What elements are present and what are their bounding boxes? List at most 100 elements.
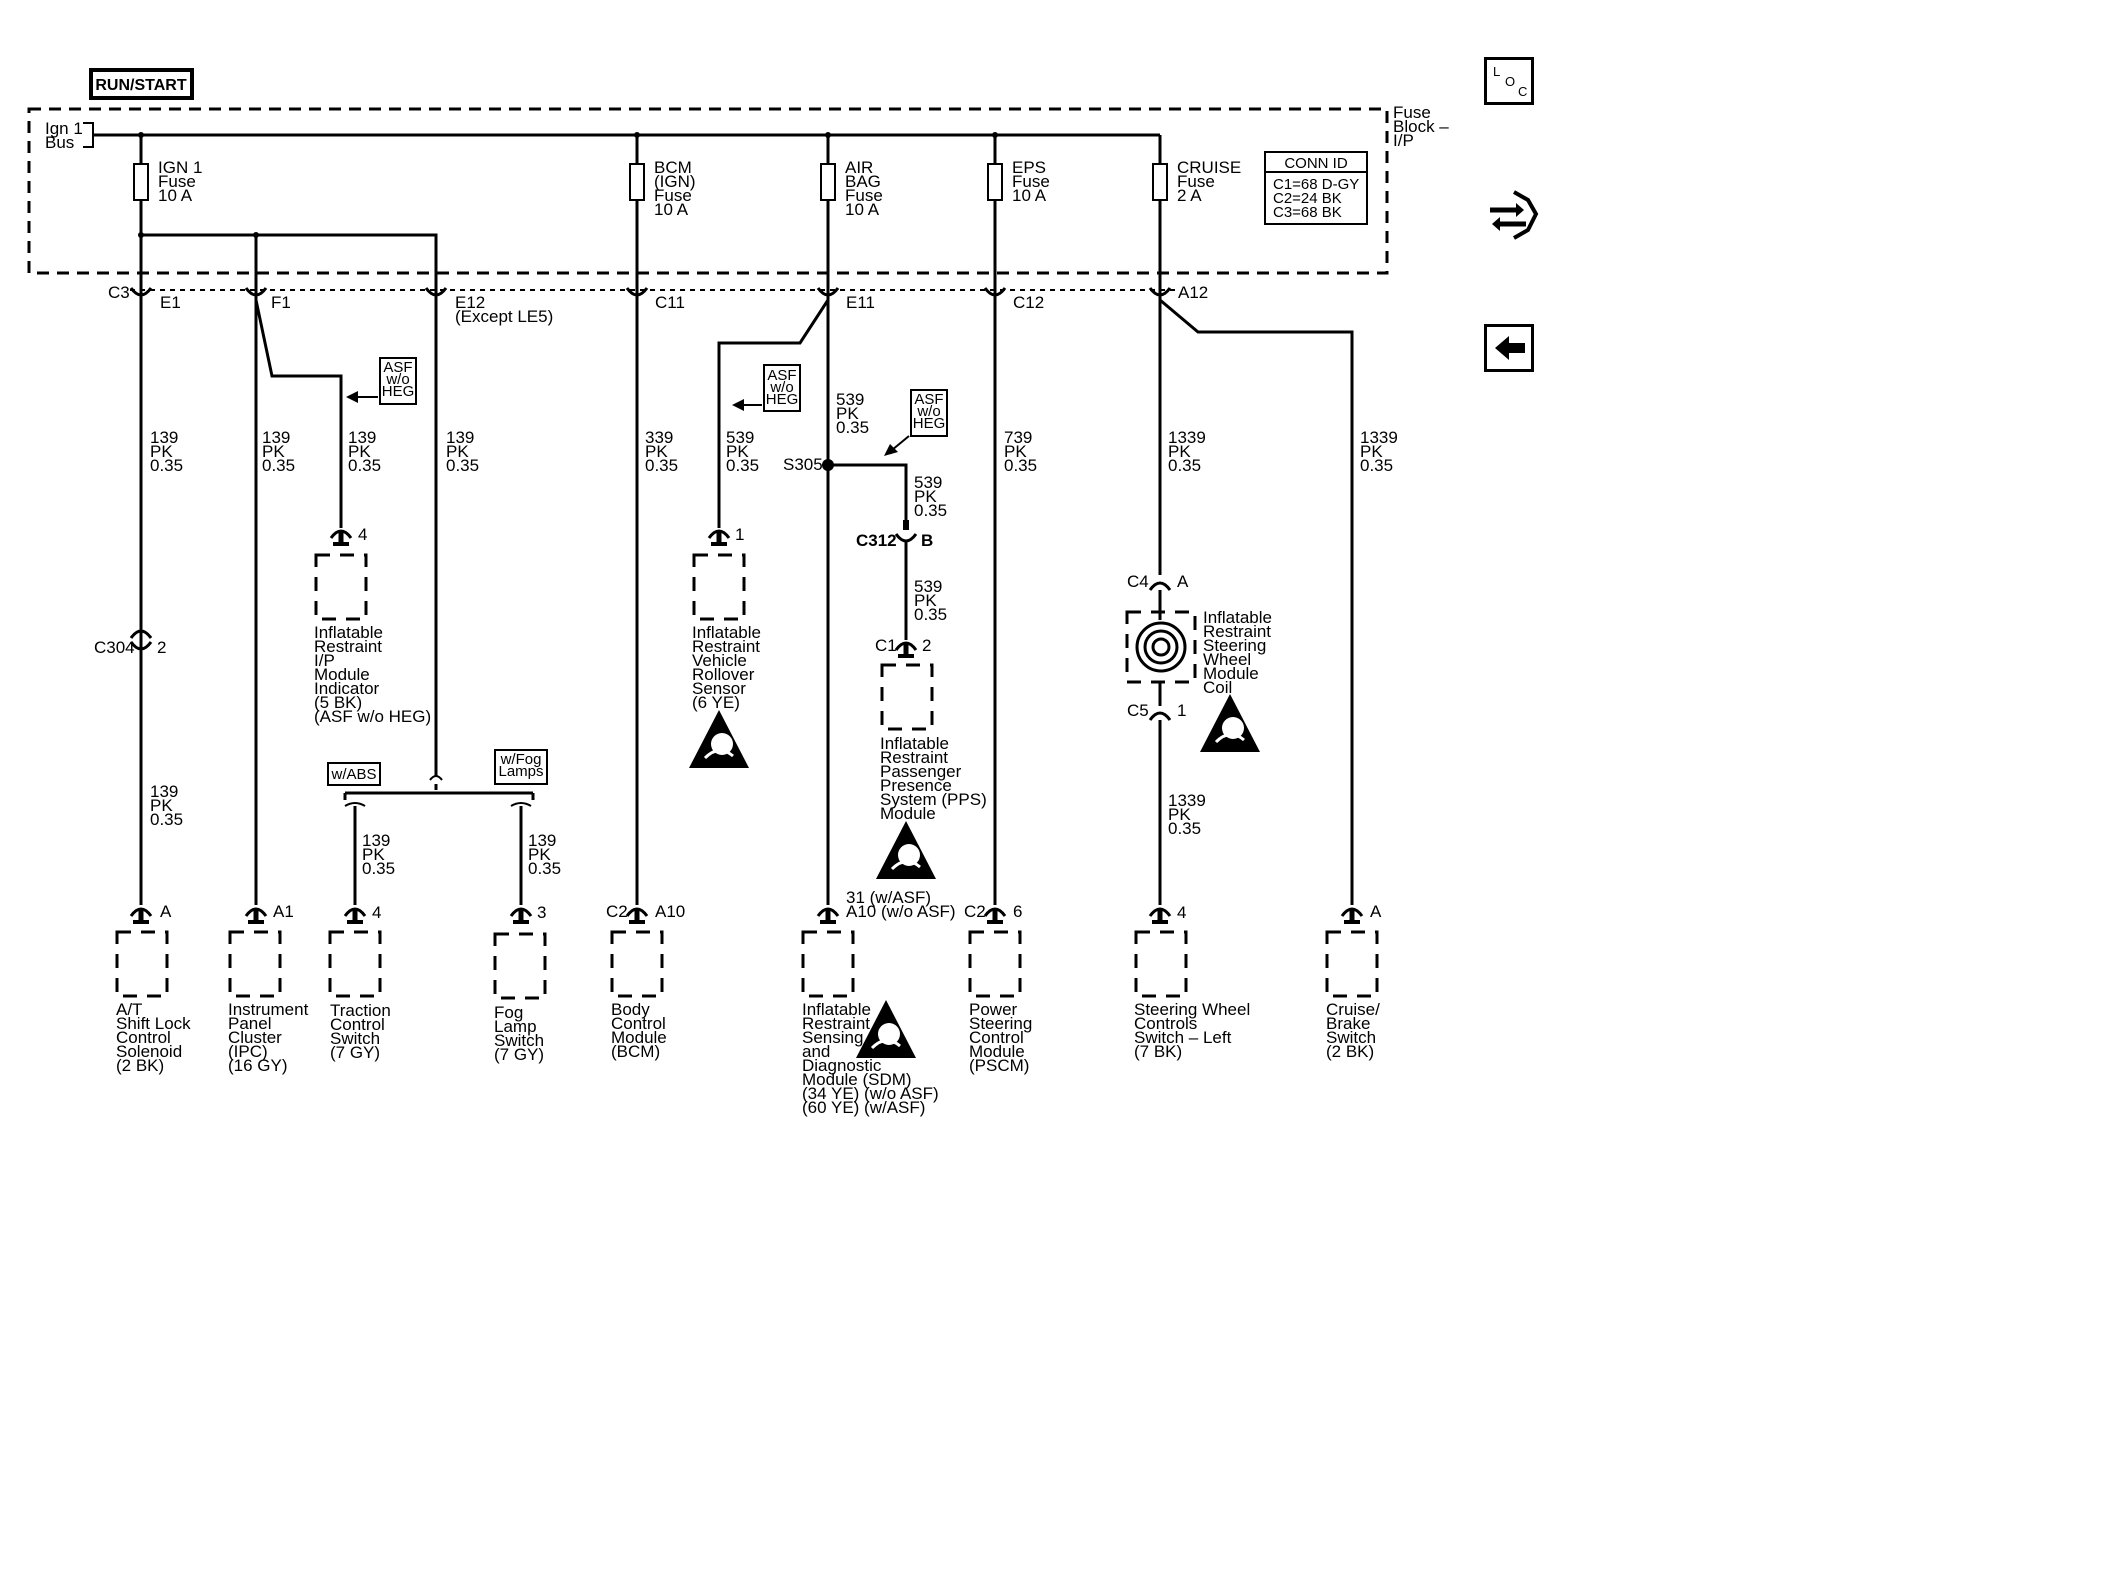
option-wabs (327, 762, 381, 786)
conn-bcm: C2 (606, 902, 628, 921)
conn-c4-pin: A (1177, 572, 1189, 591)
conn-pscm: C2 (964, 902, 986, 921)
pin-ip-indicator: 4 (358, 525, 367, 544)
conn-e1: E1 (160, 293, 181, 312)
option-asf-1 (379, 357, 417, 405)
conn-c12: C12 (1013, 293, 1044, 312)
loc-c: C (1518, 84, 1527, 99)
conn-c11: C11 (655, 293, 685, 312)
conn-id-box: CONN ID C1=68 D-GY C2=24 BK C3=68 BK (1264, 151, 1368, 225)
conn-a12: A12 (1178, 283, 1208, 302)
coil-warning-icon (1198, 692, 1262, 754)
conn-id-c3: C3=68 BK (1273, 204, 1342, 221)
traction-module (328, 930, 382, 998)
loc-l: L (1493, 64, 1500, 79)
option-asf-3 (910, 389, 948, 437)
fog-module (493, 932, 547, 1000)
pin-ipc: A1 (273, 902, 294, 921)
airbag-warning-icon (687, 708, 751, 770)
conn-c4: C4 (1127, 572, 1149, 591)
conn-e11: E11 (846, 293, 875, 312)
conn-c5: C5 (1127, 701, 1149, 720)
cruise-module (1325, 930, 1379, 998)
conn-id-c2: C2=24 BK (1273, 190, 1342, 207)
run-start-label (89, 68, 194, 100)
conn-c304-pin: 2 (157, 638, 166, 657)
sdm-module (801, 930, 855, 998)
back-button[interactable] (1484, 324, 1534, 372)
ipc-module (228, 930, 282, 998)
pin-rollover: 1 (735, 525, 744, 544)
pin-cruise: A (1370, 902, 1382, 921)
loc-button[interactable]: L O C (1484, 57, 1534, 105)
rollover-module (692, 553, 746, 621)
pin-traction: 4 (372, 903, 381, 922)
pps-module (880, 663, 934, 731)
conn-c5-pin: 1 (1177, 701, 1186, 720)
conn-c312-pin: B (921, 531, 933, 550)
conn-c3: C3 (108, 283, 130, 302)
connector-view-icon[interactable] (1484, 186, 1542, 244)
pin-pscm: 6 (1013, 902, 1022, 921)
conn-except-le5: (Except LE5) (455, 307, 553, 326)
swc-module (1134, 930, 1188, 998)
pscm-module (968, 930, 1022, 998)
conn-c304: C304 (94, 638, 135, 657)
pin-sdm: 31 (w/ASF)A10 (w/o ASF) (846, 888, 956, 921)
conn-c1: C1 (875, 636, 897, 655)
option-asf-2 (763, 364, 801, 412)
run-start-text: RUN/START (95, 77, 186, 94)
shift-lock-module (115, 930, 169, 998)
pin-swc: 4 (1177, 903, 1186, 922)
pin-fog: 3 (537, 903, 546, 922)
bcm-module (610, 930, 664, 998)
pin-bcm: A10 (655, 902, 685, 921)
conn-f1: F1 (271, 293, 291, 312)
conn-id-title: CONN ID (1284, 155, 1348, 172)
conn-e12: E12 (455, 293, 485, 312)
splice-s305: S305 (783, 455, 823, 474)
pps-warning-icon (874, 819, 938, 881)
loc-o: O (1505, 74, 1515, 89)
conn-id-c1: C1=68 D-GY (1273, 176, 1359, 193)
pin-shift: A (160, 902, 172, 921)
option-wabs-text: w/ABS (330, 766, 376, 783)
